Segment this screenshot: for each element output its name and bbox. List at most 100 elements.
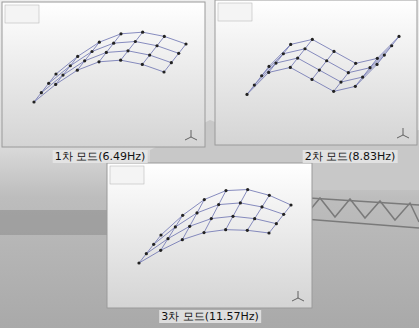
mesh-node xyxy=(267,65,270,68)
mesh-node xyxy=(239,201,242,204)
mesh-line xyxy=(34,60,164,102)
mesh-node xyxy=(170,61,173,64)
mesh-node xyxy=(246,188,249,191)
mesh-node xyxy=(184,42,187,45)
mesh-line xyxy=(290,39,312,67)
axis-triad xyxy=(185,130,197,140)
mode-shape-panel xyxy=(2,2,205,147)
mesh-node xyxy=(383,53,386,56)
mesh-node xyxy=(98,41,101,44)
mesh-node xyxy=(166,237,169,240)
mesh-line xyxy=(312,51,334,79)
mesh-line xyxy=(56,32,186,74)
mesh-line xyxy=(99,34,121,62)
mesh-node xyxy=(159,233,162,236)
mesh-node xyxy=(390,44,393,47)
mesh-node xyxy=(54,72,57,75)
mesh-node xyxy=(354,62,357,65)
mesh-node xyxy=(267,231,270,234)
mesh-line xyxy=(269,44,291,72)
mesh-node xyxy=(134,40,137,43)
mesh-node xyxy=(105,51,108,54)
mesh-node xyxy=(174,225,177,228)
mesh-node xyxy=(83,59,86,62)
mesh-node xyxy=(303,47,306,50)
mesh-node xyxy=(217,203,220,206)
mesh-node xyxy=(119,32,122,35)
mesh-node xyxy=(339,80,342,83)
mesh-line xyxy=(334,63,356,91)
axis-triad xyxy=(397,128,409,138)
info-box xyxy=(218,3,252,21)
mesh-node xyxy=(148,53,151,56)
mode-caption: 3차 모드(11.57Hz) xyxy=(159,310,261,323)
mesh-line xyxy=(269,205,291,233)
mesh-node xyxy=(152,243,155,246)
mode-caption: 1차 모드(6.49Hz) xyxy=(53,150,148,163)
panel-frame xyxy=(107,163,312,308)
mesh-node xyxy=(361,75,364,78)
mesh-node xyxy=(32,100,35,103)
mesh-node xyxy=(375,63,378,66)
mesh-node xyxy=(188,225,191,228)
mesh-line xyxy=(77,42,99,70)
panel-frame xyxy=(215,0,417,145)
mesh-node xyxy=(311,38,314,41)
mesh-node xyxy=(268,194,271,197)
mesh-line xyxy=(247,66,269,94)
mesh-node xyxy=(145,252,148,255)
mesh-node xyxy=(203,198,206,201)
mesh-node xyxy=(296,56,299,59)
mesh-line xyxy=(161,215,183,250)
mesh-node xyxy=(282,52,285,55)
mesh-line xyxy=(247,195,269,230)
mesh-node xyxy=(224,228,227,231)
mesh-node xyxy=(61,73,64,76)
mesh-node xyxy=(47,82,50,85)
mesh-node xyxy=(332,90,335,93)
mesh-node xyxy=(137,261,140,264)
mesh-line xyxy=(262,46,392,76)
mesh-node xyxy=(253,217,256,220)
mesh-node xyxy=(177,52,180,55)
mesh-line xyxy=(142,36,164,64)
mesh-node xyxy=(282,213,285,216)
mesh-node xyxy=(376,57,379,60)
mesh-node xyxy=(347,71,350,74)
mesh-node xyxy=(69,64,72,67)
mesh-line xyxy=(377,36,399,64)
mesh-line xyxy=(41,51,171,93)
mode-shape-panel xyxy=(215,0,417,145)
mesh-node xyxy=(267,71,270,74)
mesh-node xyxy=(224,189,227,192)
mesh-node xyxy=(310,78,313,81)
mesh-node xyxy=(112,42,115,45)
mesh-node xyxy=(289,43,292,46)
mesh-line xyxy=(247,64,377,94)
mesh-line xyxy=(139,230,269,263)
mesh-node xyxy=(245,93,248,96)
mesh-line xyxy=(164,44,186,72)
mesh-line xyxy=(161,190,291,235)
mesh-node xyxy=(289,203,292,206)
mode-shape-panel xyxy=(107,163,312,308)
mesh-node xyxy=(97,60,100,63)
mesh-line xyxy=(204,191,226,233)
mesh-line xyxy=(34,74,56,102)
mesh-node xyxy=(54,83,57,86)
panel-frame xyxy=(2,2,205,147)
mesh-node xyxy=(181,238,184,241)
mesh-node xyxy=(141,63,144,66)
mesh-node xyxy=(90,50,93,53)
mesh-node xyxy=(354,85,357,88)
mesh-line xyxy=(121,32,143,60)
mesh-node xyxy=(332,50,335,53)
mesh-node xyxy=(155,44,158,47)
mesh-node xyxy=(289,66,292,69)
mesh-node xyxy=(40,91,43,94)
mesh-node xyxy=(246,229,249,232)
mesh-node xyxy=(126,49,129,52)
info-box xyxy=(110,166,144,184)
mesh-node xyxy=(318,68,321,71)
